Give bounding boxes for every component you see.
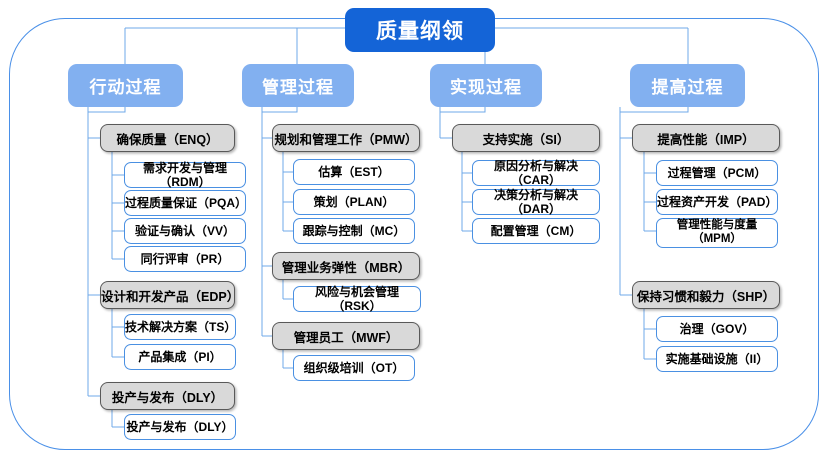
leaf-box-mc[interactable]: 跟踪与控制（MC）: [293, 218, 415, 244]
group-box-edp[interactable]: 设计和开发产品（EDP）: [100, 281, 239, 309]
leaf-box-dar[interactable]: 决策分析与解决（DAR）: [472, 188, 600, 216]
leaf-box-car[interactable]: 原因分析与解决（CAR）: [472, 159, 600, 187]
leaf-box-vv[interactable]: 验证与确认（VV）: [124, 218, 246, 244]
leaf-box-pr[interactable]: 同行评审（PR）: [124, 246, 246, 272]
leaf-box-mpm[interactable]: 管理性能与度量（MPM）: [656, 218, 778, 248]
group-box-mwf[interactable]: 管理员工（MWF）: [272, 322, 420, 350]
diagram-root-title: 质量纲领: [345, 8, 495, 52]
leaf-box-est[interactable]: 估算（EST）: [293, 159, 415, 185]
group-box-dly[interactable]: 投产与发布（DLY）: [100, 382, 235, 410]
group-box-shp[interactable]: 保持习惯和毅力（SHP）: [632, 281, 780, 309]
leaf-box-plan[interactable]: 策划（PLAN）: [293, 189, 415, 215]
leaf-box-rdm[interactable]: 需求开发与管理（RDM）: [124, 161, 246, 189]
leaf-box-ts[interactable]: 技术解决方案（TS）: [124, 314, 236, 340]
leaf-box-cm[interactable]: 配置管理（CM）: [472, 218, 600, 244]
group-box-enq[interactable]: 确保质量（ENQ）: [100, 124, 235, 152]
group-box-pmw[interactable]: 规划和管理工作（PMW）: [272, 124, 420, 152]
leaf-box-pi[interactable]: 产品集成（PI）: [124, 344, 236, 370]
group-box-si[interactable]: 支持实施（SI）: [452, 124, 600, 152]
leaf-box-ot[interactable]: 组织级培训（OT）: [293, 355, 415, 381]
group-box-mbr[interactable]: 管理业务弹性（MBR）: [272, 252, 420, 280]
group-box-imp[interactable]: 提高性能（IMP）: [632, 124, 780, 152]
column-header-improvement[interactable]: 提高过程: [630, 64, 745, 107]
leaf-box-gov[interactable]: 治理（GOV）: [656, 316, 778, 342]
leaf-box-pqa[interactable]: 过程质量保证（PQA）: [124, 190, 247, 216]
column-header-action[interactable]: 行动过程: [68, 64, 183, 107]
column-header-implementation[interactable]: 实现过程: [430, 64, 542, 107]
leaf-box-pcm[interactable]: 过程管理（PCM）: [656, 160, 778, 186]
leaf-box-rsk[interactable]: 风险与机会管理（RSK）: [293, 285, 421, 313]
leaf-box-pad[interactable]: 过程资产开发（PAD）: [656, 189, 778, 215]
leaf-box-dly-child[interactable]: 投产与发布（DLY）: [124, 414, 236, 440]
leaf-box-ii[interactable]: 实施基础设施（II）: [656, 346, 778, 372]
column-header-management[interactable]: 管理过程: [242, 64, 354, 107]
